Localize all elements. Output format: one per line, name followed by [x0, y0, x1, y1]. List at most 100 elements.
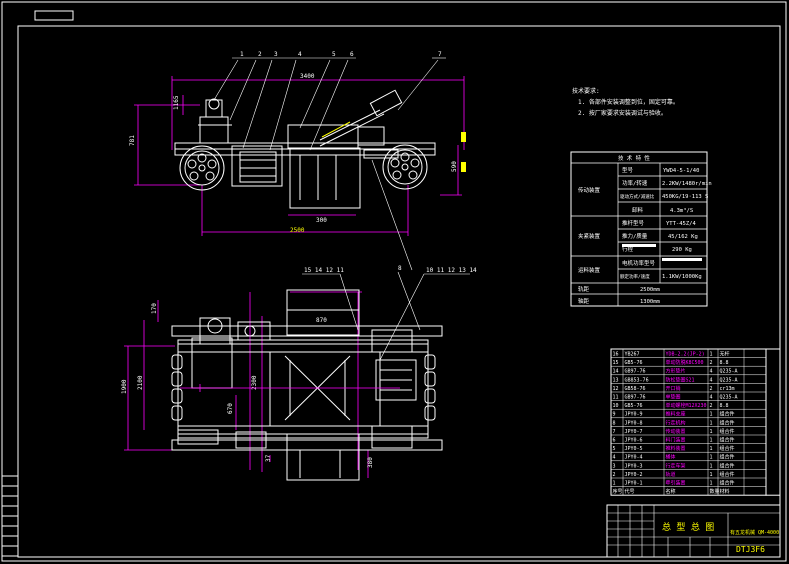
bom-header-cell: 数量: [710, 488, 720, 495]
bom-cell: 2: [710, 360, 713, 366]
elevation-view: 3400 1165 781 590 300 2500: [129, 51, 466, 271]
bom-cell: 组合件: [720, 462, 735, 469]
bom-cell: 单动防脱K8C500: [666, 359, 704, 366]
bom-cell: 料门装置: [666, 437, 686, 444]
spec-value: 450KG/19·113 S: [662, 194, 708, 200]
bom-cell: 桶体: [666, 454, 676, 461]
spec-key: 型号: [622, 166, 634, 174]
dim-right-h: 380: [367, 457, 374, 468]
bom-cell: 2: [710, 386, 713, 392]
dim-height-left: 1165: [173, 95, 180, 110]
bom-cell: 5: [613, 446, 616, 452]
bom-cell: 1: [613, 481, 616, 487]
bom-cell: 组合件: [720, 437, 735, 444]
title-drawing-no: DTJ3F6: [736, 545, 765, 554]
spec-key: 推力/质量: [622, 232, 648, 240]
bom-cell: 1: [710, 472, 713, 478]
title-company: 有五龙机械 QM-4000: [730, 529, 779, 536]
spec-key: 轨距: [578, 285, 590, 293]
bom-cell: JPY0-1: [625, 481, 643, 487]
bom-cell: JPY0-3: [625, 463, 643, 469]
bom-cell: 组合件: [720, 411, 735, 418]
bom-cell: 4: [710, 395, 713, 401]
spec-group-3: 运料装置: [578, 266, 601, 274]
bom-cell: Q235-A: [720, 395, 738, 401]
dim-inner-v: 670: [227, 403, 234, 414]
bom-cell: YDB-2.2(JP-2): [666, 352, 705, 358]
bom-cell: 2: [710, 403, 713, 409]
bom-cell: 1: [710, 481, 713, 487]
balloon-8: 8: [398, 265, 402, 272]
spec-header: 技 术 特 性: [618, 154, 650, 162]
spec-key: 行程: [622, 245, 634, 253]
bom-cell: 传动装置: [666, 428, 686, 435]
bom-cell: 12: [613, 386, 619, 392]
bom-cell: 1: [710, 352, 713, 358]
dim-left-h2: 2100: [137, 375, 144, 390]
spec-group-1: 传动装置: [578, 186, 601, 194]
bom-side-box: [765, 348, 781, 496]
bom-cell: 组合件: [720, 445, 735, 452]
bom-cell: 2: [613, 472, 616, 478]
bom-cell: GB97-76: [625, 395, 646, 401]
spec-key: 轴距: [578, 297, 590, 305]
spec-key: 卸料: [632, 206, 644, 214]
drawing-frame: [17, 25, 781, 558]
bom-cell: YB267: [625, 352, 640, 358]
bom-cell: GB853-76: [625, 377, 649, 383]
spec-key: 额定功率/速度: [620, 273, 650, 280]
bom-cell: 组合件: [720, 471, 735, 478]
spec-value: 1.1KW/1000Kg: [662, 274, 702, 280]
bom-cell: 牵引装置: [666, 480, 686, 487]
bom-cell: 单动螺栓M12X230: [666, 402, 707, 409]
bom-cell: GB58-76: [625, 386, 646, 392]
balloon-6: 6: [350, 51, 354, 58]
bom-cell: JPY0-6: [625, 438, 643, 444]
bom-cell: JPY0-8: [625, 420, 643, 426]
bom-cell: 轨道: [666, 471, 676, 478]
bom-cell: 4: [613, 455, 616, 461]
bom-cell: 1: [710, 438, 713, 444]
bom-cell: JPY0-5: [625, 446, 643, 452]
spec-value: 2.2KW/1480r/min: [662, 181, 712, 187]
bom-cell: JPY0-7: [625, 429, 643, 435]
tech-notes-title: 技术要求:: [572, 87, 600, 95]
left-side-strips: [1, 475, 19, 557]
dim-inner: 300: [316, 217, 327, 224]
bom-cell: 8: [613, 420, 616, 426]
bom-cell: 3: [613, 463, 616, 469]
spec-value: YWD4-5-1/40: [663, 168, 699, 174]
bom-cell: 1: [710, 412, 713, 418]
spec-value: 45/162 Kg: [668, 234, 698, 240]
bom-cell: 方形垫片: [666, 368, 686, 375]
spec-bar: [662, 258, 702, 261]
spec-value: 290 Kg: [672, 247, 692, 253]
balloon-5: 5: [332, 51, 336, 58]
bom-header-cell: 名称: [666, 488, 676, 495]
bom-cell: 1: [710, 429, 713, 435]
bom-cell: 防松垫圈S21: [666, 376, 695, 383]
plan-view: 870 1900 2100 170 2300 670 380 37: [121, 265, 477, 481]
spec-key: 电机功率型号: [622, 259, 656, 267]
spec-key: 功率/转速: [622, 179, 648, 187]
tech-notes: 技术要求: 1. 各部件安装调整到位，固定可靠。 2. 按厂家要求安装调试与验收…: [572, 87, 679, 117]
balloon-7: 7: [438, 51, 442, 58]
tech-note-2: 2. 按厂家要求安装调试与验收。: [578, 109, 667, 117]
bom-cell: JPY0-2: [625, 472, 643, 478]
bom-cell: 无杆: [720, 351, 730, 358]
tech-note-1: 1. 各部件安装调整到位，固定可靠。: [578, 98, 679, 106]
dim-left-small: 170: [151, 303, 158, 314]
bom-cell: cr13m: [720, 386, 735, 392]
ramp-accent: [321, 121, 351, 138]
bom-cell: 11: [613, 395, 619, 401]
bom-cell: 1: [710, 420, 713, 426]
bom-header-cell: 材料: [720, 488, 730, 495]
bom-cell: GB97-76: [625, 369, 646, 375]
spec-table: 技 术 特 性 传动装置 型号 YWD4-5-1/40 功率/转速 2.2KW/…: [570, 151, 712, 307]
bom-cell: 1: [710, 455, 713, 461]
dim-bottom-width: 2500: [290, 227, 305, 234]
spec-key: 驱动方式/减速比: [620, 193, 655, 200]
